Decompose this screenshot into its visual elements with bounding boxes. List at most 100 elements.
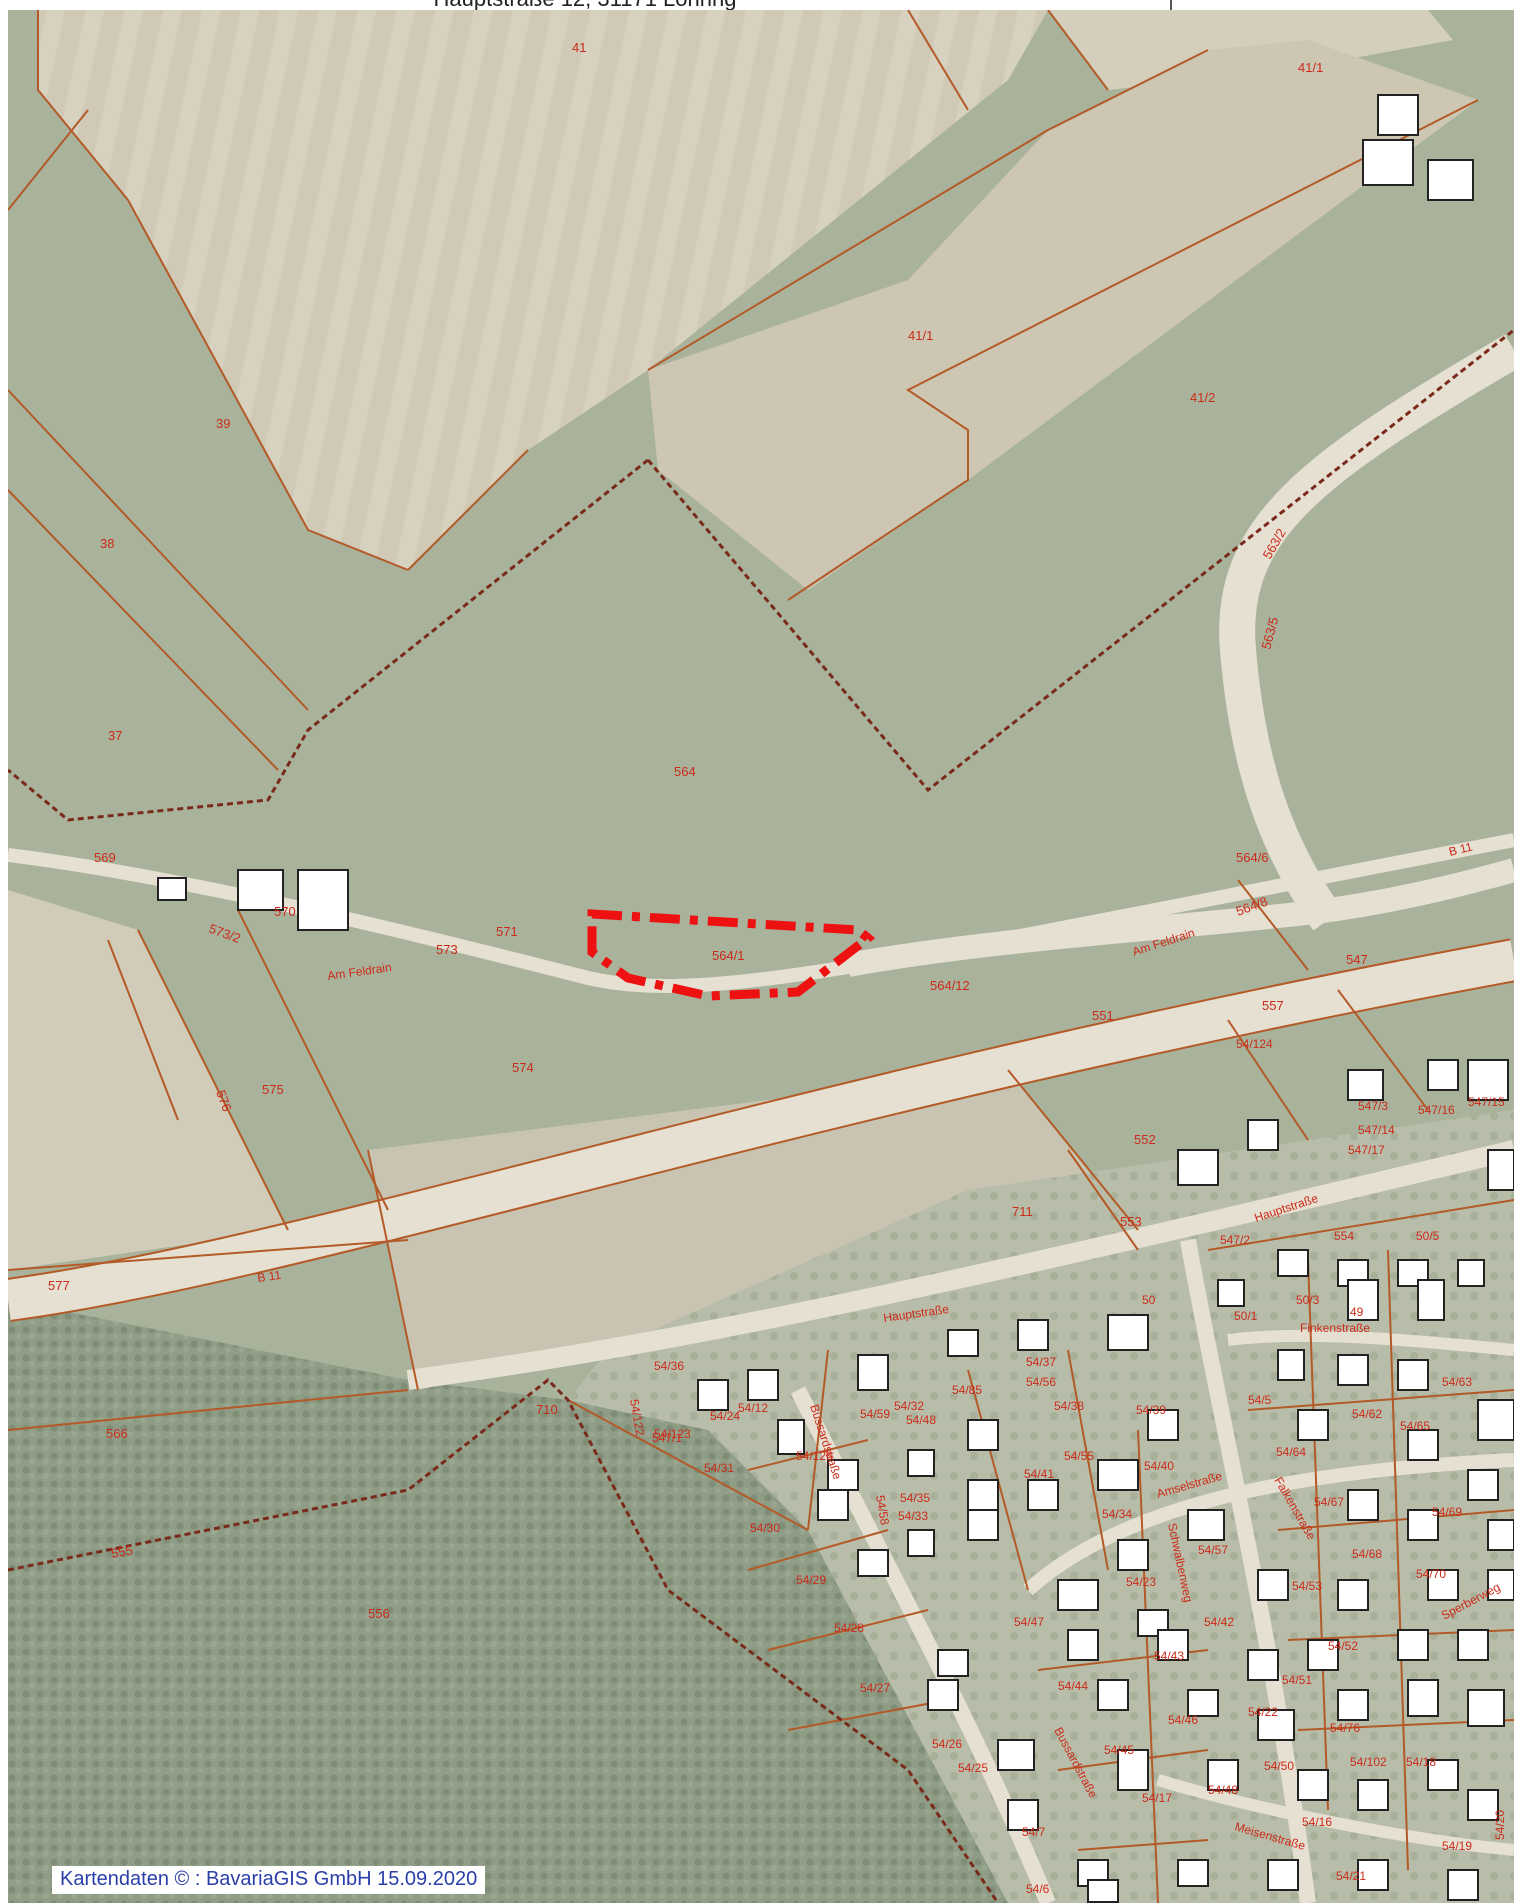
- parcel-label: 54/37: [1026, 1355, 1056, 1369]
- parcel-label: 570: [274, 904, 296, 919]
- parcel-label: 54/43: [1154, 1649, 1184, 1663]
- parcel-label: 41: [572, 40, 586, 55]
- parcel-label: 54/122: [627, 1398, 647, 1437]
- parcel-label: 54/50: [1264, 1759, 1294, 1773]
- header-divider: [1170, 0, 1172, 10]
- road-b11: [8, 940, 1514, 1320]
- parcel-label: 54/27: [860, 1681, 890, 1695]
- parcel-label: 54/126: [796, 1449, 833, 1463]
- parcel-label: 54/63: [1442, 1375, 1472, 1389]
- parcel-label: 54/19: [1442, 1839, 1472, 1853]
- parcel-label: 54/12: [738, 1401, 768, 1415]
- parcel-label: 54/42: [1204, 1615, 1234, 1629]
- parcel-label: 54/85: [952, 1383, 982, 1397]
- road-amselstrasse: [1023, 1453, 1514, 1596]
- parcel-label: 54/46: [1168, 1713, 1198, 1727]
- field-577-west: [8, 890, 288, 1270]
- parcel-label: 54/56: [1026, 1375, 1056, 1389]
- field-41: [38, 10, 1048, 570]
- parcel-label: 54/25: [958, 1761, 988, 1775]
- parcel-label: 564/6: [1236, 850, 1269, 865]
- parcel-label: 573: [436, 942, 458, 957]
- street-label: B 11: [256, 1268, 282, 1285]
- highlighted-parcel-564-1[interactable]: [587, 909, 876, 1001]
- parcel-label: 564/12: [930, 978, 970, 993]
- parcel-label: 38: [100, 536, 114, 551]
- parcel-label: 556: [368, 1606, 390, 1621]
- parcel-label: 54/5: [1248, 1393, 1272, 1407]
- parcel-label: 54/102: [1350, 1755, 1387, 1769]
- parcel-label: 54/64: [1276, 1445, 1306, 1459]
- street-label: Finkenstraße: [1300, 1321, 1370, 1335]
- parcel-label: 54/52: [1328, 1639, 1358, 1653]
- parcel-label: 54/40: [1144, 1459, 1174, 1473]
- field-41-1: [648, 40, 1478, 590]
- parcel-label: 49: [1350, 1305, 1364, 1319]
- parcel-label: 547: [1346, 952, 1368, 967]
- road-finkenstrasse: [1227, 1329, 1514, 1356]
- forest-710: [8, 1300, 1008, 1903]
- field-553: [368, 1070, 1138, 1390]
- parcel-label: 54/65: [1400, 1419, 1430, 1433]
- parcel-label: 54/36: [654, 1359, 684, 1373]
- parcel-label: 54/7: [1022, 1825, 1046, 1839]
- parcel-label: 574: [512, 1060, 534, 1075]
- parcel-label: 54/38: [1054, 1399, 1084, 1413]
- parcel-label: 554: [1334, 1229, 1354, 1243]
- buildings: [157, 94, 1514, 1903]
- parcel-label: 547/2: [1220, 1233, 1250, 1247]
- parcel-label: 54/44: [1058, 1679, 1088, 1693]
- parcel-label: 54/53: [1292, 1579, 1322, 1593]
- district-boundaries: [8, 328, 1514, 1903]
- parcel-label: 54/62: [1352, 1407, 1382, 1421]
- parcel-label: 547/3: [1358, 1099, 1388, 1113]
- parcel-label: 547/15: [1468, 1095, 1505, 1109]
- parcel-label: 54/29: [796, 1573, 826, 1587]
- road-hauptstrasse: [406, 1140, 1514, 1390]
- parcel-label: 564: [674, 764, 696, 779]
- parcel-label: 54/31: [704, 1461, 734, 1475]
- parcel-label: 39: [216, 416, 230, 431]
- parcel-label: 54/34: [1102, 1507, 1132, 1521]
- parcel-label: 54/41: [1024, 1467, 1054, 1481]
- parcel-label: 569: [94, 850, 116, 865]
- map-canvas[interactable]: 41 41/1 41/1 41/2 39 38 37 564 563/2 563…: [8, 10, 1514, 1903]
- parcel-label: 547/14: [1358, 1123, 1395, 1137]
- parcel-label: 54/32: [894, 1399, 924, 1413]
- map-credit: Kartendaten © : BavariaGIS GmbH 15.09.20…: [52, 1866, 486, 1894]
- parcel-label: 54/6: [1026, 1882, 1050, 1896]
- parcel-label: 54/39: [1136, 1403, 1166, 1417]
- parcel-label: 41/1: [1298, 60, 1323, 75]
- parcel-label: 50/3: [1296, 1293, 1320, 1307]
- parcel-label: 50/5: [1416, 1229, 1440, 1243]
- parcel-label: 54/24: [710, 1409, 740, 1423]
- parcel-label: 547/17: [1348, 1143, 1385, 1157]
- parcel-label: 54/45: [1104, 1743, 1134, 1757]
- parcel-label: 571: [496, 924, 518, 939]
- road-am-feldrain-east: [845, 858, 1514, 977]
- road-meisenstrasse: [1156, 1774, 1514, 1856]
- parcel-label: 41/1: [908, 328, 933, 343]
- parcel-label: 54/70: [1416, 1567, 1446, 1581]
- parcel-label: 50/1: [1234, 1309, 1258, 1323]
- header-bar: Hauptstraße 12, 31171 Lohring: [0, 0, 1514, 10]
- parcel-label: 577: [48, 1278, 70, 1293]
- parcel-label: 37: [108, 728, 122, 743]
- parcel-label: 575: [262, 1082, 284, 1097]
- parcel-label: 54/58: [873, 1494, 892, 1526]
- parcel-label: 54/17: [1142, 1791, 1172, 1805]
- parcel-label: 54/18: [1406, 1755, 1436, 1769]
- parcel-label: 547/1: [652, 1431, 682, 1445]
- parcel-label: 576: [213, 1088, 235, 1114]
- parcel-label: 54/20: [1493, 1810, 1507, 1840]
- parcel-label: 564/1: [712, 948, 745, 963]
- parcel-label: 551: [1092, 1008, 1114, 1023]
- road-ramp-loop: [1219, 334, 1514, 931]
- parcel-label: 566: [106, 1426, 128, 1441]
- parcel-label: 54/47: [1014, 1615, 1044, 1629]
- parcel-label: 54/59: [860, 1407, 890, 1421]
- cadastral-map[interactable]: 41 41/1 41/1 41/2 39 38 37 564 563/2 563…: [8, 10, 1514, 1903]
- parcel-label: 54/68: [1352, 1547, 1382, 1561]
- parcel-label: 50: [1142, 1293, 1156, 1307]
